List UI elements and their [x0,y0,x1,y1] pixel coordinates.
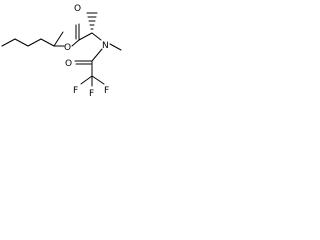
bond-alpha-n [91,32,102,41]
bond-o-carbonyl-c [71,39,80,47]
atom-amide-oxygen: O [65,59,72,69]
bond-chain-2 [14,38,29,47]
hashed-wedge-bond [86,12,98,30]
structural-formula: O O N O F F F [1,4,122,99]
atom-fluorine-left: F [73,86,78,96]
atom-ester-oxygen-single: O [64,43,71,53]
atom-nitrogen: N [102,41,109,51]
bond-cf3-f-left [80,75,93,85]
atom-ester-oxygen-carbonyl: O [74,4,81,14]
atom-fluorine-right: F [104,86,109,96]
bond-methyl-up [53,31,64,47]
bond-chain-3 [27,38,42,47]
bond-carbonyl-alpha [78,32,93,41]
bond-chain-4 [40,38,55,47]
bond-chain-1 [1,38,16,47]
bond-group [1,12,122,87]
bond-cf3-f-right [91,75,105,85]
bond-n-amide-c [91,48,103,62]
atom-fluorine-middle: F [89,89,94,99]
bond-n-methyl [109,43,122,51]
